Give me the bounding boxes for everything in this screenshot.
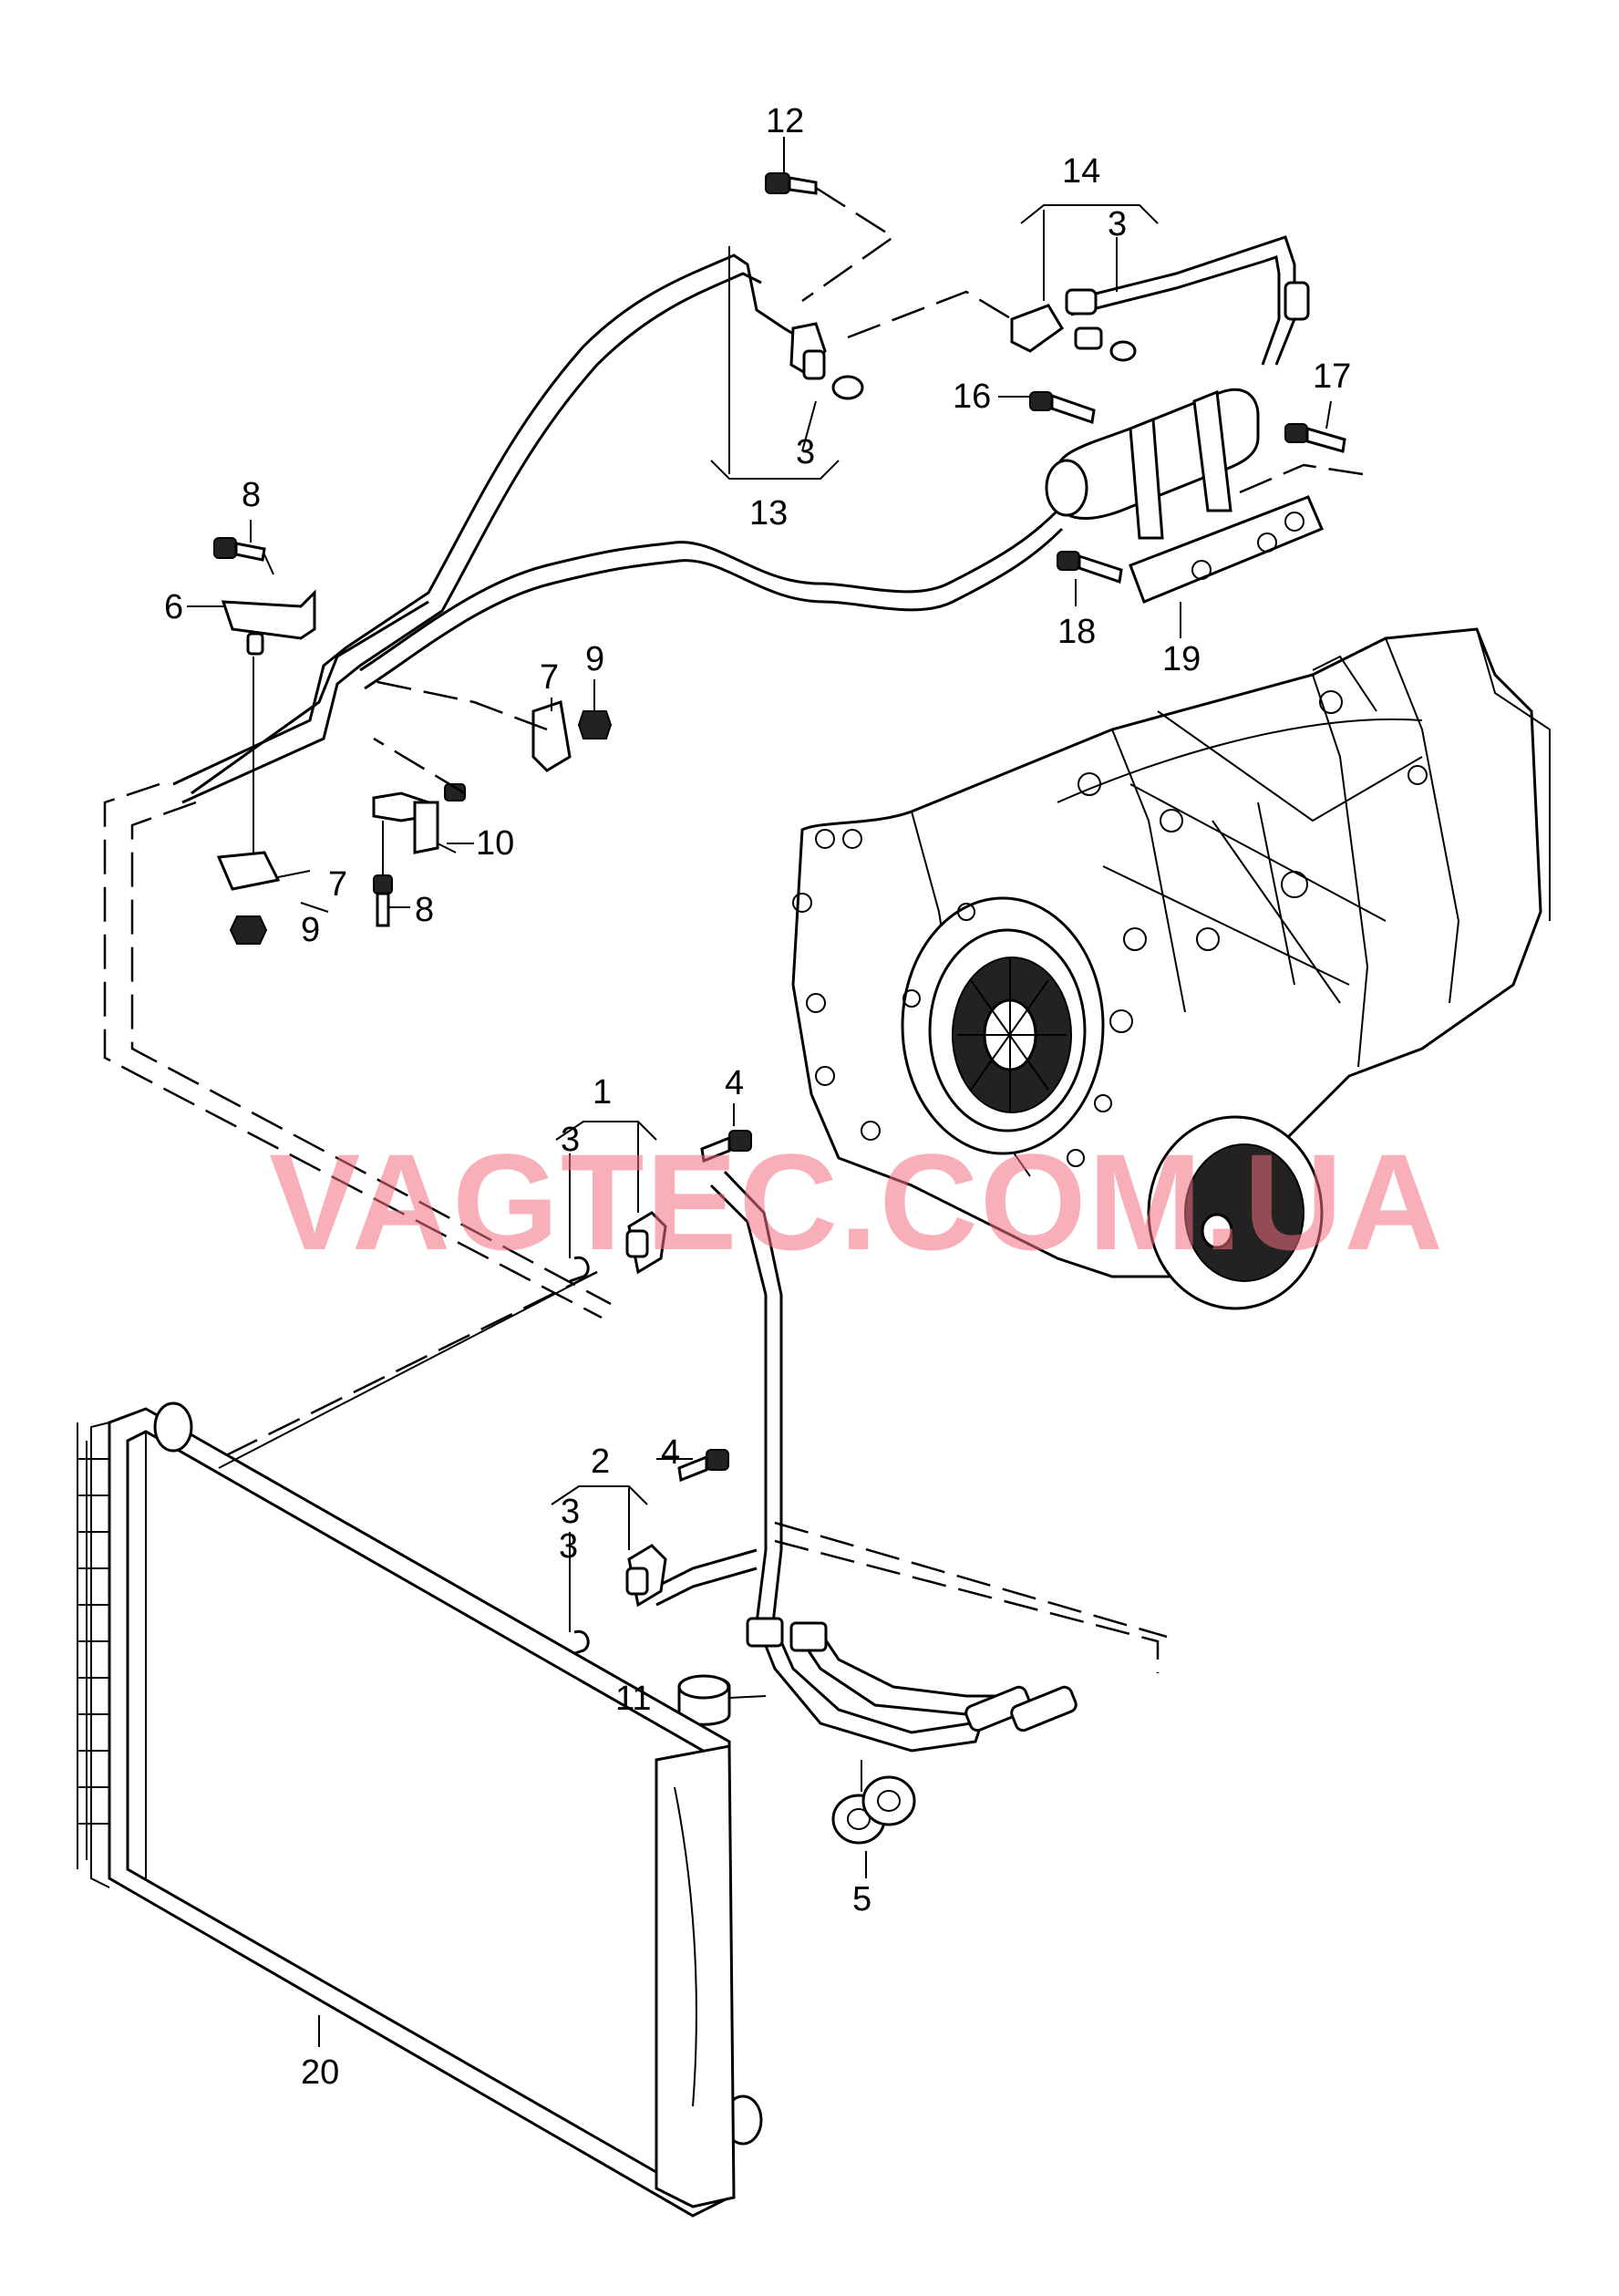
bolt-12 [765,172,896,303]
oil-filter [1029,388,1364,604]
cooling-lines-upper [172,235,1310,804]
grommet-5 [831,1760,916,1878]
fitting-13 [710,246,864,480]
callout-16: 16 [953,377,991,416]
callout-5: 5 [852,1880,871,1919]
callout-8-b: 8 [415,891,434,929]
callout-4-a: 4 [725,1064,744,1102]
fitting-2 [551,1449,729,1657]
radiator-20 [77,1271,763,2218]
fitting-14 [847,204,1159,362]
mounting-hardware [213,537,613,945]
callout-11: 11 [615,1680,651,1718]
callout-4-b: 4 [661,1433,680,1472]
callout-10: 10 [476,824,514,863]
grommet-11 [677,1674,767,1726]
callout-9-b: 9 [301,911,320,949]
callout-numbers: 12 14 3 16 17 3 13 8 6 18 19 7 9 10 7 8 … [164,102,1351,2092]
callout-3-a: 3 [1108,205,1127,243]
callout-3-e: 3 [559,1527,578,1566]
transmission [791,627,1551,1310]
callout-14: 14 [1062,152,1100,191]
callout-20: 20 [301,2053,339,2092]
fitting-1 [555,1121,752,1283]
callout-3-d: 3 [561,1493,580,1531]
callout-9-a: 9 [585,640,604,678]
callout-3-b: 3 [796,433,815,471]
callout-3-c: 3 [561,1121,580,1159]
callout-2: 2 [591,1443,610,1481]
callout-7-a: 7 [540,658,559,697]
callout-19: 19 [1162,640,1201,678]
callout-7-b: 7 [328,865,347,904]
callout-17: 17 [1313,357,1351,396]
callout-8-a: 8 [242,476,261,514]
callout-6: 6 [164,588,183,626]
leader-lines [187,137,1332,1460]
callout-1: 1 [593,1073,612,1112]
callout-12: 12 [766,102,804,140]
callout-13: 13 [749,494,788,533]
cooling-lines-lower [655,1170,1078,1753]
watermark: VAGTEC.COM.UA [269,1125,1445,1278]
callout-18: 18 [1057,613,1096,651]
